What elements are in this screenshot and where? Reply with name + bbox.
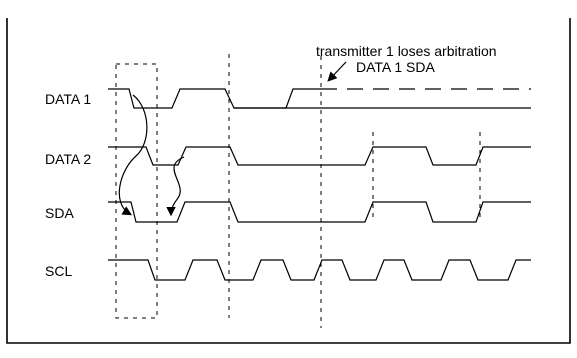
annotation-arrow <box>327 61 347 82</box>
signal-label-scl: SCL <box>45 263 72 279</box>
signal-label-data2: DATA 2 <box>45 151 91 167</box>
signal-label-sda: SDA <box>45 205 74 221</box>
signal-label-data1: DATA 1 <box>45 91 91 107</box>
arbitration-arrow-1 <box>118 94 148 216</box>
arbitration-arrow-2 <box>166 156 185 217</box>
annotation-line-1: transmitter 1 loses arbitration <box>316 43 497 59</box>
diagram-border <box>6 18 571 344</box>
scl-waveform <box>108 259 531 281</box>
data1-waveform <box>108 88 321 109</box>
sda-waveform <box>108 201 531 223</box>
data2-waveform <box>108 146 531 166</box>
annotation-line-2: DATA 1 SDA <box>356 59 436 75</box>
highlight-box <box>115 63 158 319</box>
